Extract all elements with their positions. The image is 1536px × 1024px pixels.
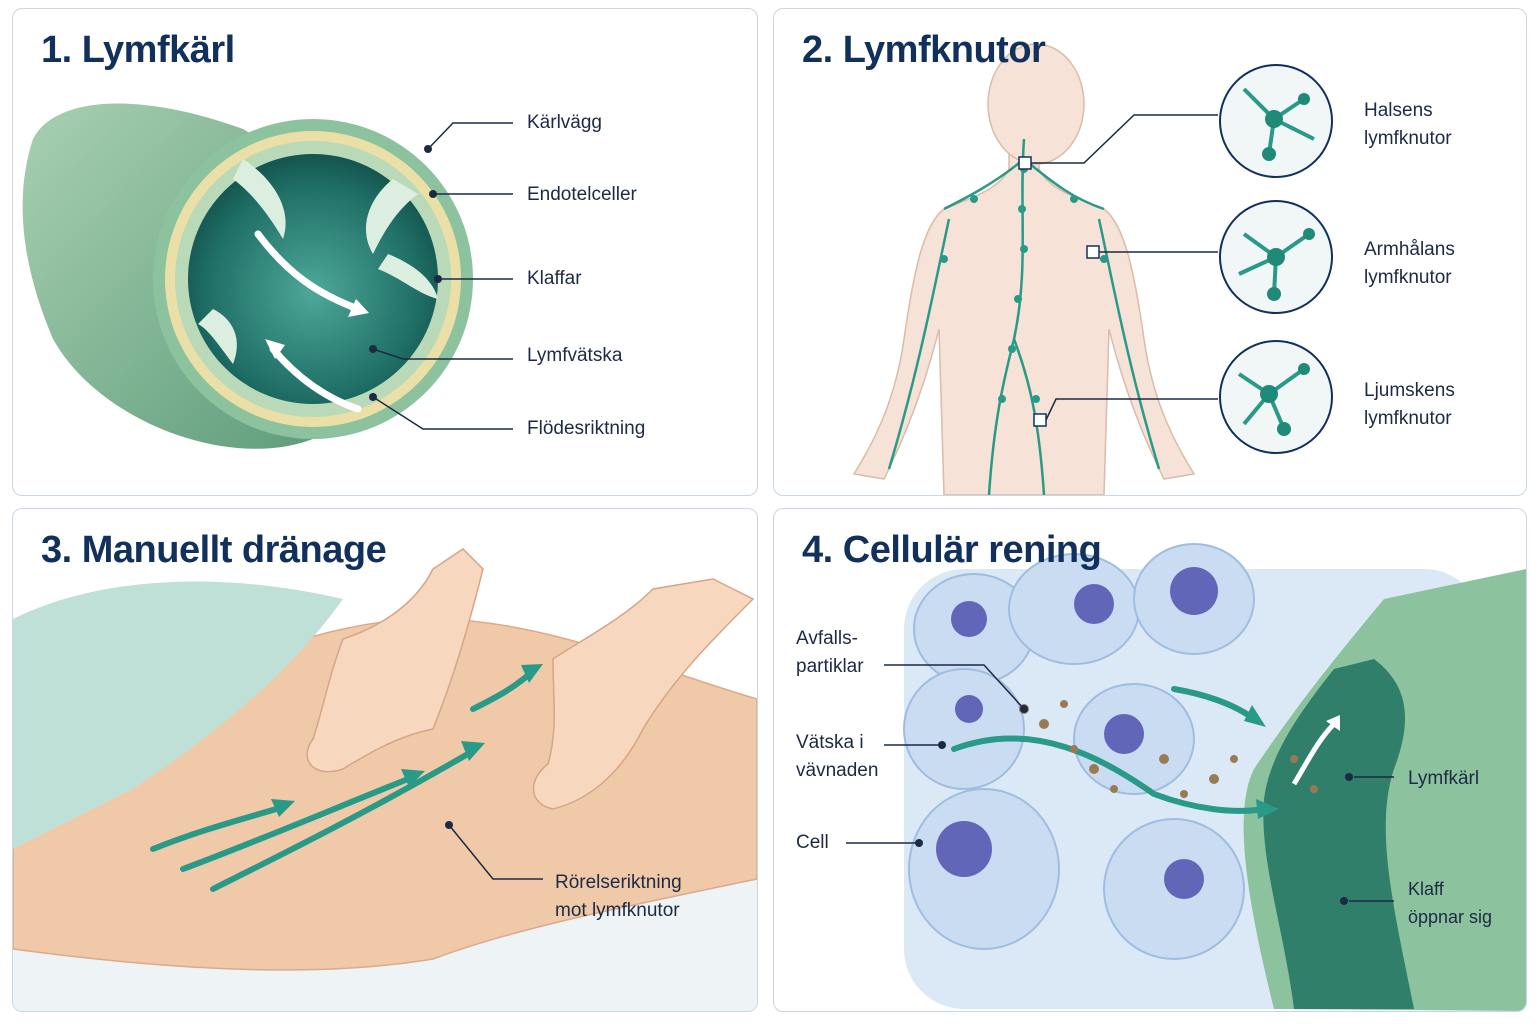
movement-arrowheads [271,664,543,817]
leader-lines [846,664,1394,902]
label-line: Avfalls- [796,628,858,649]
panel-cellular-cleansing: 4. Cellulär rening Avfalls- partiklar Vä… [773,508,1527,1012]
panel-title: 1. Lymfkärl [41,29,235,71]
label-line: Armhålans [1364,239,1455,260]
body-lymph-system-illustration [852,43,1333,495]
panel-lymph-vessel: 1. Lymfkärl Kärlvägg Endotelceller Klaff… [12,8,758,496]
leader-line [448,824,543,880]
label-tissue-fluid: Vätska i vävnaden [796,729,878,785]
label-valve-opens: Klaff öppnar sig [1408,875,1492,931]
label-neck-nodes: Halsens lymfknutor [1364,97,1452,153]
label-line: vävnaden [796,760,879,781]
flow-arrowhead [265,339,285,359]
lymph-vessel-lumen [1263,659,1414,1009]
leader-dot [445,821,453,829]
panel-title: 2. Lymfknutor [802,29,1046,71]
label-waste-particles: Avfalls- partiklar [796,625,864,681]
label-line: Vätska i [796,732,864,753]
label-movement-direction: Rörelseriktning mot lymfknutor [555,869,682,925]
label-lymph-vessel: Lymfkärl [1408,768,1480,789]
leader-lines [372,122,513,430]
body-outline [852,138,1196,495]
movement-arrows [150,668,536,892]
label-line: lymfknutor [1364,408,1452,429]
flow-arrowhead [348,299,369,317]
right-hand [532,578,755,810]
head [987,43,1085,165]
panel-title: 4. Cellulär rening [802,529,1102,571]
label-lymph-fluid: Lymfvätska [527,345,623,366]
label-valves: Klaffar [527,268,582,289]
label-groin-nodes: Ljumskens lymfknutor [1364,377,1455,433]
cell-nuclei [936,567,1218,899]
node-zoom-dots [1260,93,1315,436]
panel-manual-drainage: 3. Manuellt dränage Rörelseriktning mot … [12,508,758,1012]
valve-flap [378,254,438,299]
node-markers [1018,156,1100,427]
inflow-arrow [1291,722,1336,786]
label-armpit-nodes: Armhålans lymfknutor [1364,236,1455,292]
label-cell: Cell [796,832,829,853]
lymph-network [887,138,1161,495]
lymph-vessel-illustration [22,103,513,449]
lymph-node-dots [940,165,1108,403]
label-line: Klaff [1408,879,1444,899]
inflow-arrowhead [1326,715,1340,731]
cellular-cleansing-illustration [846,543,1526,1011]
label-line: Rörelseriktning [555,872,682,893]
fluid-arrowheads [1244,705,1279,819]
valve-flap [233,159,286,239]
label-flow-direction: Flödesriktning [527,418,646,439]
label-line: Halsens [1364,100,1433,121]
panel-lymph-nodes: 2. Lymfknutor Halsens lymfknutor Armhåla… [773,8,1527,496]
valve-flap [365,179,418,254]
panel-title: 3. Manuellt dränage [41,529,387,571]
valve-flap [198,309,237,364]
label-line: lymfknutor [1364,267,1452,288]
leader-dots [915,705,1353,905]
towel [13,581,343,849]
label-line: mot lymfknutor [555,900,680,921]
leader-dots [369,145,442,401]
label-line: Ljumskens [1364,380,1455,401]
label-line: partiklar [796,656,864,677]
flow-arrows [254,230,362,413]
massage-illustration [13,548,757,1011]
connector-lines [1031,114,1218,421]
label-line: öppnar sig [1408,907,1493,927]
label-line: lymfknutor [1364,128,1452,149]
left-hand [306,548,484,773]
label-vessel-wall: Kärlvägg [527,112,602,133]
label-endothelial-cells: Endotelceller [527,184,637,205]
